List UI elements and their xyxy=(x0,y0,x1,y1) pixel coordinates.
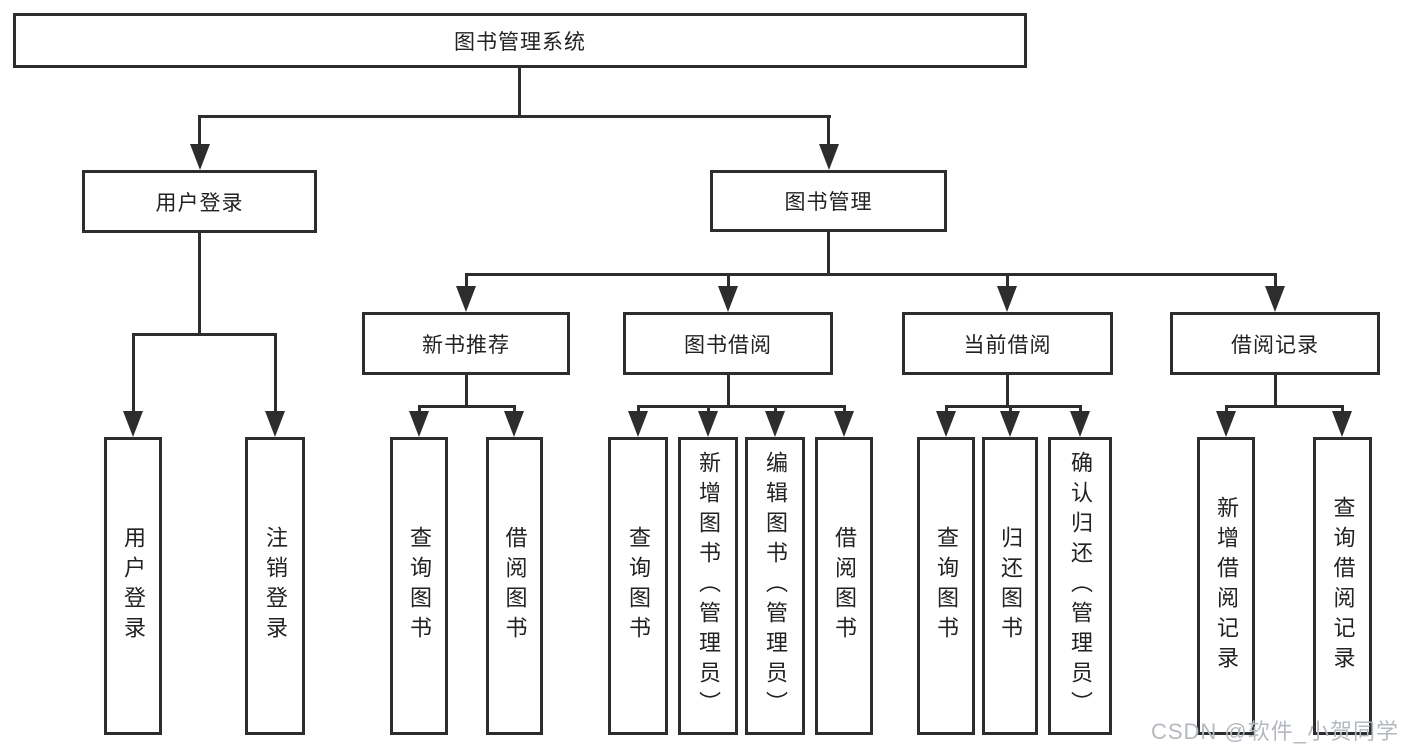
node-leaf-edit-books-admin-label: 编辑图书（管理员） xyxy=(763,451,788,721)
node-leaf-query-books-2: 查询图书 xyxy=(608,437,668,735)
node-root-label: 图书管理系统 xyxy=(454,30,586,54)
node-borrowing-records: 借阅记录 xyxy=(1170,312,1380,375)
node-leaf-borrow-books-1-label: 借阅图书 xyxy=(502,526,528,646)
node-leaf-query-books-1-label: 查询图书 xyxy=(407,526,432,646)
connector-g4-hline xyxy=(945,405,1082,408)
node-borrowing-records-label: 借阅记录 xyxy=(1231,333,1319,357)
node-book-borrowing: 图书借阅 xyxy=(623,312,833,375)
connector-book-mgmt-drop xyxy=(827,115,830,150)
connector-g4-stem xyxy=(1006,375,1009,408)
node-leaf-confirm-return-admin: 确认归还（管理员） xyxy=(1048,437,1112,735)
node-current-borrowing: 当前借阅 xyxy=(902,312,1113,375)
node-leaf-query-books-3-label: 查询图书 xyxy=(934,526,959,646)
node-leaf-return-books: 归还图书 xyxy=(982,437,1038,735)
node-leaf-user-login-label: 用户登录 xyxy=(121,526,146,646)
node-root: 图书管理系统 xyxy=(13,13,1027,68)
connector-g3-hline xyxy=(637,405,846,408)
arrow-down-icon xyxy=(504,411,524,437)
connector-user-login-drop xyxy=(198,115,201,150)
connector-root-stem xyxy=(518,68,521,118)
node-leaf-logout-label: 注销登录 xyxy=(263,526,288,646)
connector-g5-hline xyxy=(1225,405,1344,408)
connector-g5-stem xyxy=(1274,375,1277,408)
node-leaf-return-books-label: 归还图书 xyxy=(998,526,1023,646)
node-leaf-add-books-admin: 新增图书（管理员） xyxy=(678,437,738,735)
arrow-down-icon xyxy=(409,411,429,437)
node-book-management: 图书管理 xyxy=(710,170,947,232)
csdn-watermark: CSDN @软件_小贺同学 xyxy=(1150,719,1399,744)
node-leaf-add-borrow-record-label: 新增借阅记录 xyxy=(1214,496,1239,676)
arrow-down-icon xyxy=(1332,411,1352,437)
node-book-borrowing-label: 图书借阅 xyxy=(684,333,772,357)
connector-g2-stem xyxy=(465,375,468,408)
node-leaf-borrow-books-2: 借阅图书 xyxy=(815,437,873,735)
node-leaf-query-borrow-record: 查询借阅记录 xyxy=(1313,437,1372,735)
node-user-login-label: 用户登录 xyxy=(155,191,244,215)
node-new-book-recommend-label: 新书推荐 xyxy=(422,333,510,357)
connector-level3-hline xyxy=(465,273,1277,276)
arrow-down-icon xyxy=(1265,286,1285,312)
node-leaf-borrow-books-1: 借阅图书 xyxy=(486,437,543,735)
node-leaf-borrow-books-2-label: 借阅图书 xyxy=(832,526,857,646)
node-leaf-query-books-3: 查询图书 xyxy=(917,437,975,735)
node-leaf-edit-books-admin: 编辑图书（管理员） xyxy=(745,437,805,735)
arrow-down-icon xyxy=(123,411,143,437)
arrow-down-icon xyxy=(718,286,738,312)
node-leaf-query-books-1: 查询图书 xyxy=(390,437,448,735)
node-leaf-add-borrow-record: 新增借阅记录 xyxy=(1197,437,1255,735)
arrow-down-icon xyxy=(1070,411,1090,437)
connector-book-borrow-drop xyxy=(727,273,730,292)
arrow-down-icon xyxy=(936,411,956,437)
connector-current-borrow-drop xyxy=(1006,273,1009,292)
node-current-borrowing-label: 当前借阅 xyxy=(963,333,1052,357)
connector-level2-hline xyxy=(198,115,831,118)
connector-book-mgmt-stem xyxy=(827,232,830,276)
connector-borrow-records-drop xyxy=(1274,273,1277,292)
connector-user-login-stem xyxy=(198,233,201,336)
connector-logout-leaf-drop xyxy=(274,333,277,417)
node-leaf-confirm-return-admin-label: 确认归还（管理员） xyxy=(1068,451,1093,721)
arrow-down-icon xyxy=(190,144,210,170)
node-leaf-query-borrow-record-label: 查询借阅记录 xyxy=(1330,496,1356,676)
arrow-down-icon xyxy=(819,144,839,170)
node-leaf-query-books-2-label: 查询图书 xyxy=(626,526,651,646)
node-leaf-add-books-admin-label: 新增图书（管理员） xyxy=(696,451,721,721)
arrow-down-icon xyxy=(628,411,648,437)
arrow-down-icon xyxy=(265,411,285,437)
arrow-down-icon xyxy=(834,411,854,437)
node-book-management-label: 图书管理 xyxy=(784,191,873,214)
arrow-down-icon xyxy=(1216,411,1236,437)
arrow-down-icon xyxy=(1000,411,1020,437)
arrow-down-icon xyxy=(997,286,1017,312)
node-leaf-user-login: 用户登录 xyxy=(104,437,162,735)
connector-new-book-drop xyxy=(465,273,468,292)
connector-g2-hline xyxy=(418,405,516,408)
node-leaf-logout: 注销登录 xyxy=(245,437,305,735)
arrow-down-icon xyxy=(765,411,785,437)
connector-g3-stem xyxy=(727,375,730,408)
connector-login-leaf-drop xyxy=(132,333,135,417)
node-new-book-recommend: 新书推荐 xyxy=(362,312,570,375)
node-user-login: 用户登录 xyxy=(82,170,317,233)
arrow-down-icon xyxy=(456,286,476,312)
arrow-down-icon xyxy=(698,411,718,437)
connector-user-login-hline xyxy=(132,333,277,336)
